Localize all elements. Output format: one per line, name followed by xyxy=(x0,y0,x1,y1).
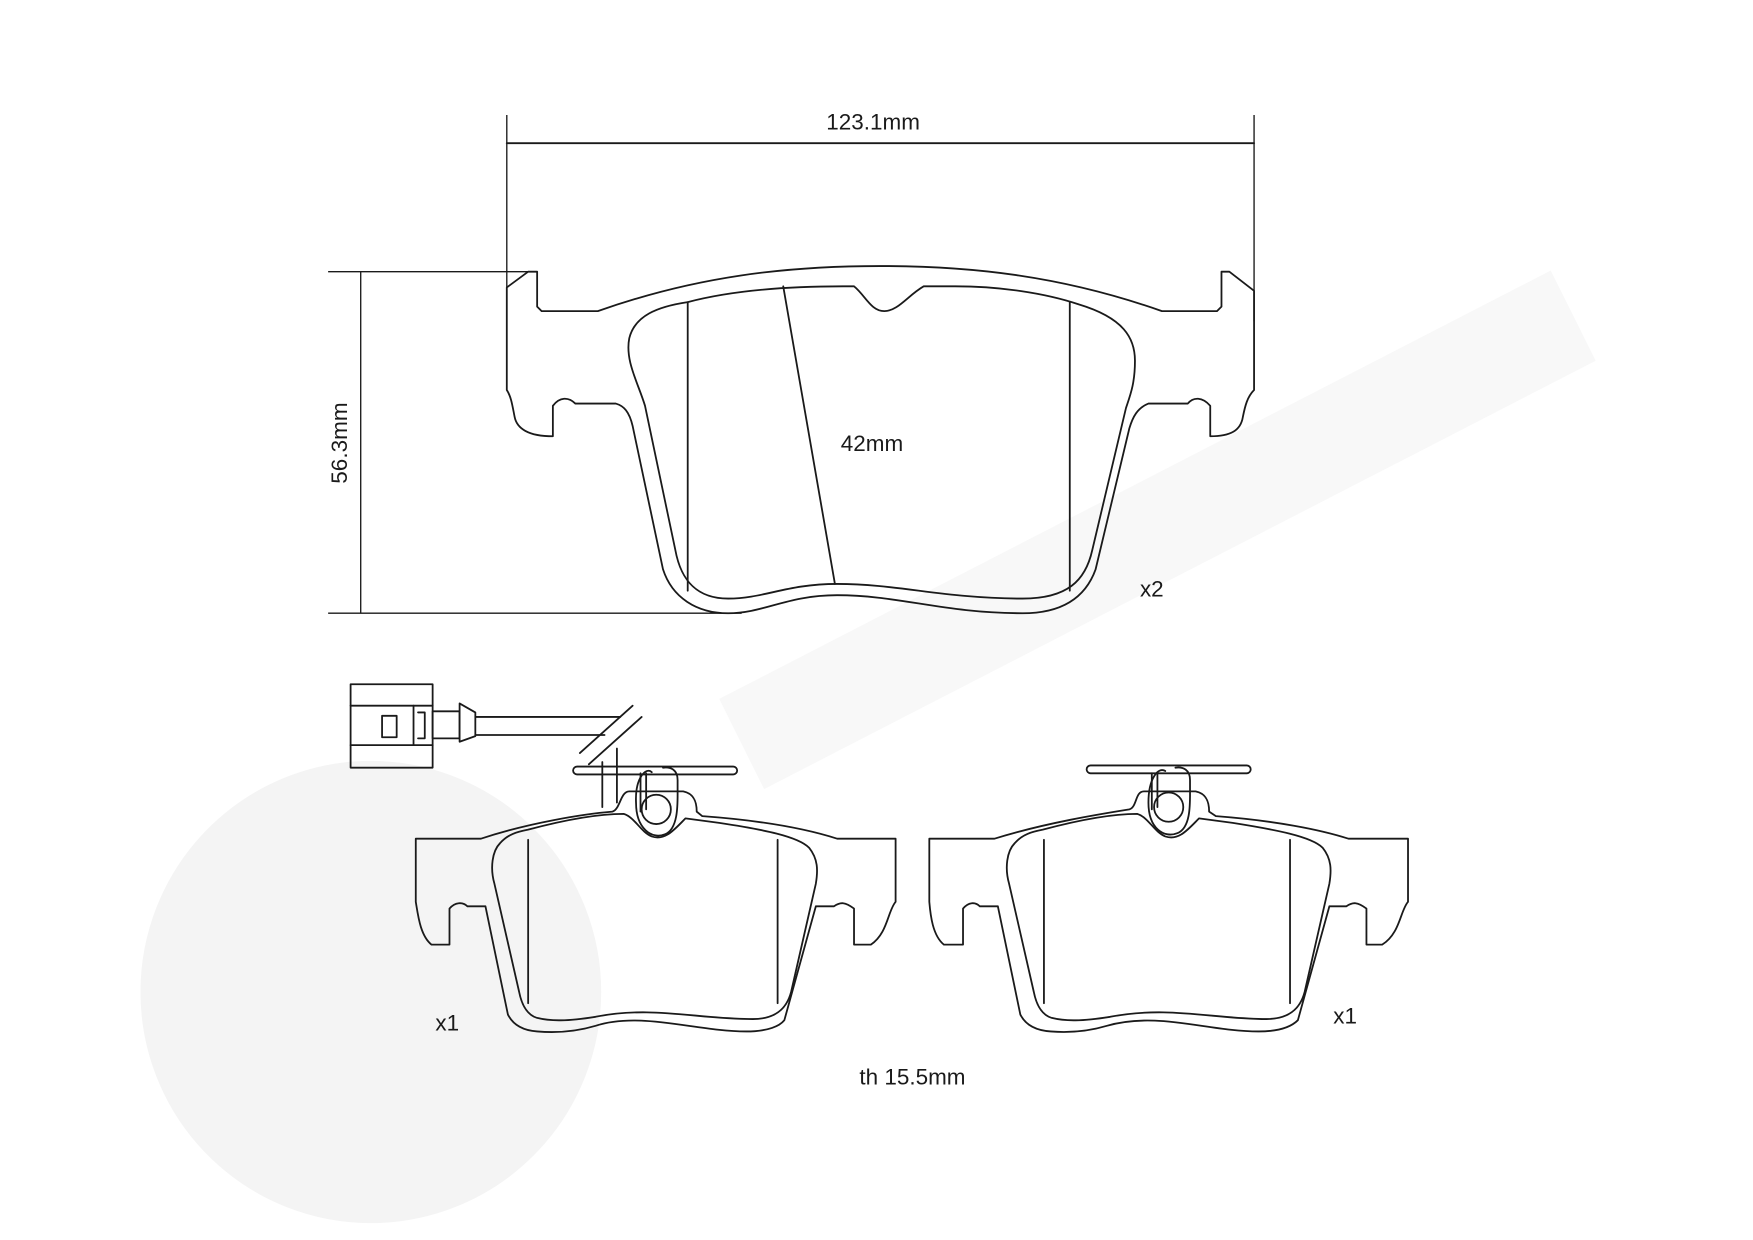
front-pad-quantity: x2 xyxy=(1140,576,1164,601)
width-label: 123.1mm xyxy=(826,110,920,135)
height-dimension: 56.3mm xyxy=(327,270,742,614)
wear-sensor-connector xyxy=(349,683,643,809)
depth-label: 42mm xyxy=(841,431,903,456)
rear-pad-right: x1 xyxy=(928,764,1409,1033)
width-dimension: 123.1mm xyxy=(505,110,1255,322)
rear-pad-left: x1 xyxy=(414,765,897,1035)
front-pad: 42mm x2 xyxy=(505,265,1255,615)
thickness-label: th 15.5mm xyxy=(859,1064,965,1089)
brembo-watermark xyxy=(140,270,1596,1224)
rear-right-quantity: x1 xyxy=(1333,1004,1357,1029)
rear-left-quantity: x1 xyxy=(435,1010,459,1035)
height-label: 56.3mm xyxy=(327,402,352,483)
